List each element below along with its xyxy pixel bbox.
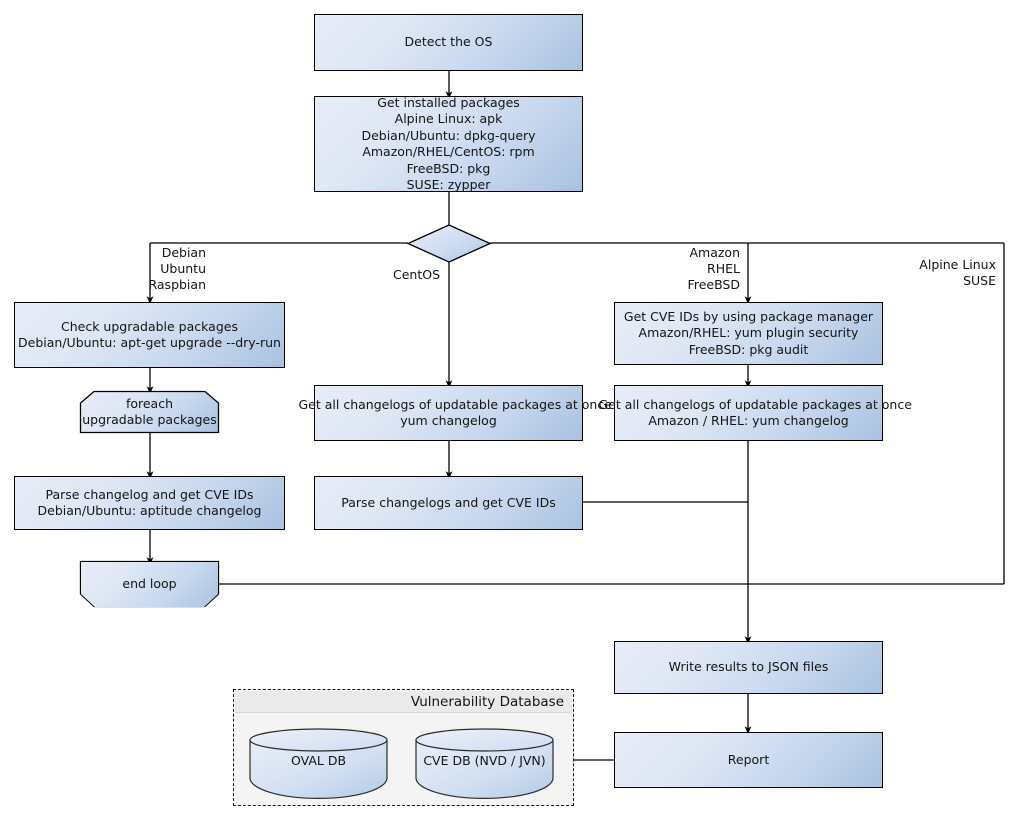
node-check-upgradable-packages-text: Check upgradable packages Debian/Ubuntu:…	[18, 318, 281, 351]
node-write-results-json[interactable]: Write results to JSON files	[614, 641, 883, 694]
node-get-cve-ids-package-manager-text: Get CVE IDs by using package manager Ama…	[623, 308, 874, 357]
node-foreach-upgradable-packages-text: foreach upgradable packages	[82, 395, 217, 427]
vulnerability-database-title: Vulnerability Database	[410, 693, 564, 710]
edge-label-alpine-branch: Alpine Linux SUSE	[919, 257, 996, 288]
node-parse-changelogs-centos-label: Parse changelogs and get CVE IDs	[341, 494, 556, 510]
node-parse-changelog-debian[interactable]: Parse changelog and get CVE IDs Debian/U…	[14, 476, 285, 530]
node-get-cve-ids-package-manager[interactable]: Get CVE IDs by using package manager Ama…	[614, 302, 883, 365]
oval-db-label: OVAL DB	[290, 752, 347, 768]
decision-diamond	[406, 224, 492, 263]
node-detect-os-label: Detect the OS	[404, 34, 493, 50]
node-end-loop-label: end loop	[122, 576, 177, 592]
node-get-installed-packages-text: Get installed packages Alpine Linux: apk…	[361, 94, 536, 193]
edge-label-debian-branch: Debian Ubuntu Raspbian	[148, 245, 206, 292]
node-parse-changelog-debian-text: Parse changelog and get CVE IDs Debian/U…	[37, 486, 262, 519]
node-changelogs-centos-text: Get all changelogs of updatable packages…	[298, 396, 612, 429]
node-get-installed-packages[interactable]: Get installed packages Alpine Linux: apk…	[314, 94, 583, 193]
oval-db-label-wrap[interactable]: OVAL DB	[250, 748, 387, 772]
node-report-label: Report	[727, 751, 770, 767]
node-report[interactable]: Report	[614, 732, 883, 788]
node-write-results-json-label: Write results to JSON files	[668, 659, 829, 675]
node-detect-os[interactable]: Detect the OS	[314, 14, 583, 71]
node-changelogs-centos[interactable]: Get all changelogs of updatable packages…	[299, 385, 612, 441]
cve-db-label: CVE DB (NVD / JVN)	[423, 752, 546, 768]
node-foreach-upgradable-packages[interactable]: foreach upgradable packages	[80, 391, 219, 433]
cve-db-label-wrap[interactable]: CVE DB (NVD / JVN)	[416, 748, 553, 772]
node-end-loop[interactable]: end loop	[81, 562, 218, 607]
edge-label-centos-branch: CentOS	[392, 267, 440, 282]
node-changelogs-amazon[interactable]: Get all changelogs of updatable packages…	[599, 385, 912, 441]
vulnerability-database-group-header: Vulnerability Database	[235, 691, 572, 713]
node-check-upgradable-packages[interactable]: Check upgradable packages Debian/Ubuntu:…	[14, 302, 285, 368]
node-parse-changelogs-centos[interactable]: Parse changelogs and get CVE IDs	[314, 476, 583, 530]
edge-label-amazon-branch: Amazon RHEL FreeBSD	[687, 245, 740, 292]
node-changelogs-amazon-text: Get all changelogs of updatable packages…	[598, 396, 912, 429]
